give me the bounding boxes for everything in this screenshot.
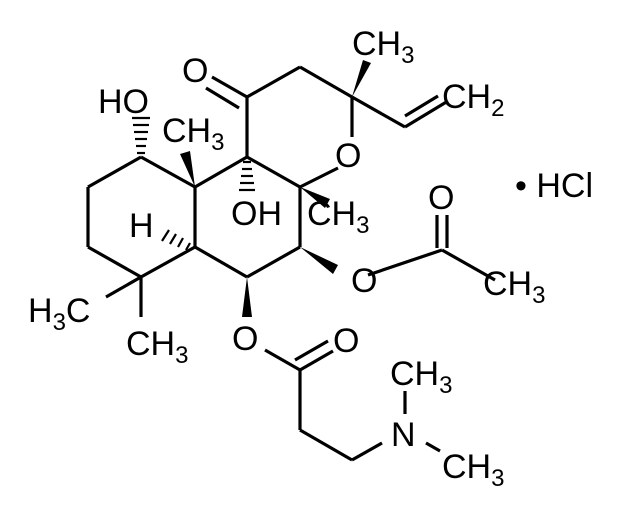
c8-methyl-wedge xyxy=(300,187,330,208)
n-methyl-right-label: CH3 xyxy=(442,448,504,492)
c6-ester-wedge xyxy=(242,277,252,317)
acetate-carbonyl-oxygen-label: O xyxy=(428,179,454,217)
c13-methyl-label: CH3 xyxy=(352,25,414,69)
c8-methyl-label: CH3 xyxy=(307,195,369,239)
c4-methyl-down-label: CH3 xyxy=(126,325,188,369)
c6-ester-oxygen-label: O xyxy=(232,320,258,358)
c13-methyl-wedge xyxy=(352,60,371,97)
c10-methyl-wedge xyxy=(180,151,195,187)
c7-acetate-wedge xyxy=(300,247,338,274)
c9-hydroxyl-label: OH xyxy=(231,195,282,233)
ketone-double-bond xyxy=(205,75,248,110)
ketone-oxygen-label: O xyxy=(182,52,208,90)
c4-methyl-left-label: H3C xyxy=(28,292,90,336)
vinyl-ch2-label: CH2 xyxy=(442,78,504,122)
acetate-ester-oxygen-label: O xyxy=(351,262,377,300)
c4-methyl-bonds xyxy=(105,275,143,317)
acetate-methyl-label: CH3 xyxy=(483,265,545,309)
ring-a-bonds xyxy=(86,155,197,279)
ring-oxygen-label: O xyxy=(335,137,361,175)
c1-hydroxyl-label: HO xyxy=(98,83,149,121)
vinyl-bonds xyxy=(351,94,449,129)
c5-hydrogen-hash xyxy=(161,229,191,251)
propanoate-carbonyl-oxygen-label: O xyxy=(333,322,359,360)
c9-hydroxyl-hash xyxy=(239,160,255,192)
c5-hydrogen-label: H xyxy=(129,207,154,245)
c10-methyl-label: CH3 xyxy=(162,112,224,156)
acetate-bonds xyxy=(367,215,496,282)
propanoate-bonds xyxy=(264,339,441,462)
ring-c-bonds xyxy=(245,65,354,189)
ring-b-bonds xyxy=(194,155,302,279)
c1-hydroxyl-hash xyxy=(132,116,150,155)
amine-nitrogen-label: N xyxy=(391,416,416,454)
n-methyl-top-label: CH3 xyxy=(390,355,452,399)
hcl-salt-label: • HCl xyxy=(515,167,593,205)
